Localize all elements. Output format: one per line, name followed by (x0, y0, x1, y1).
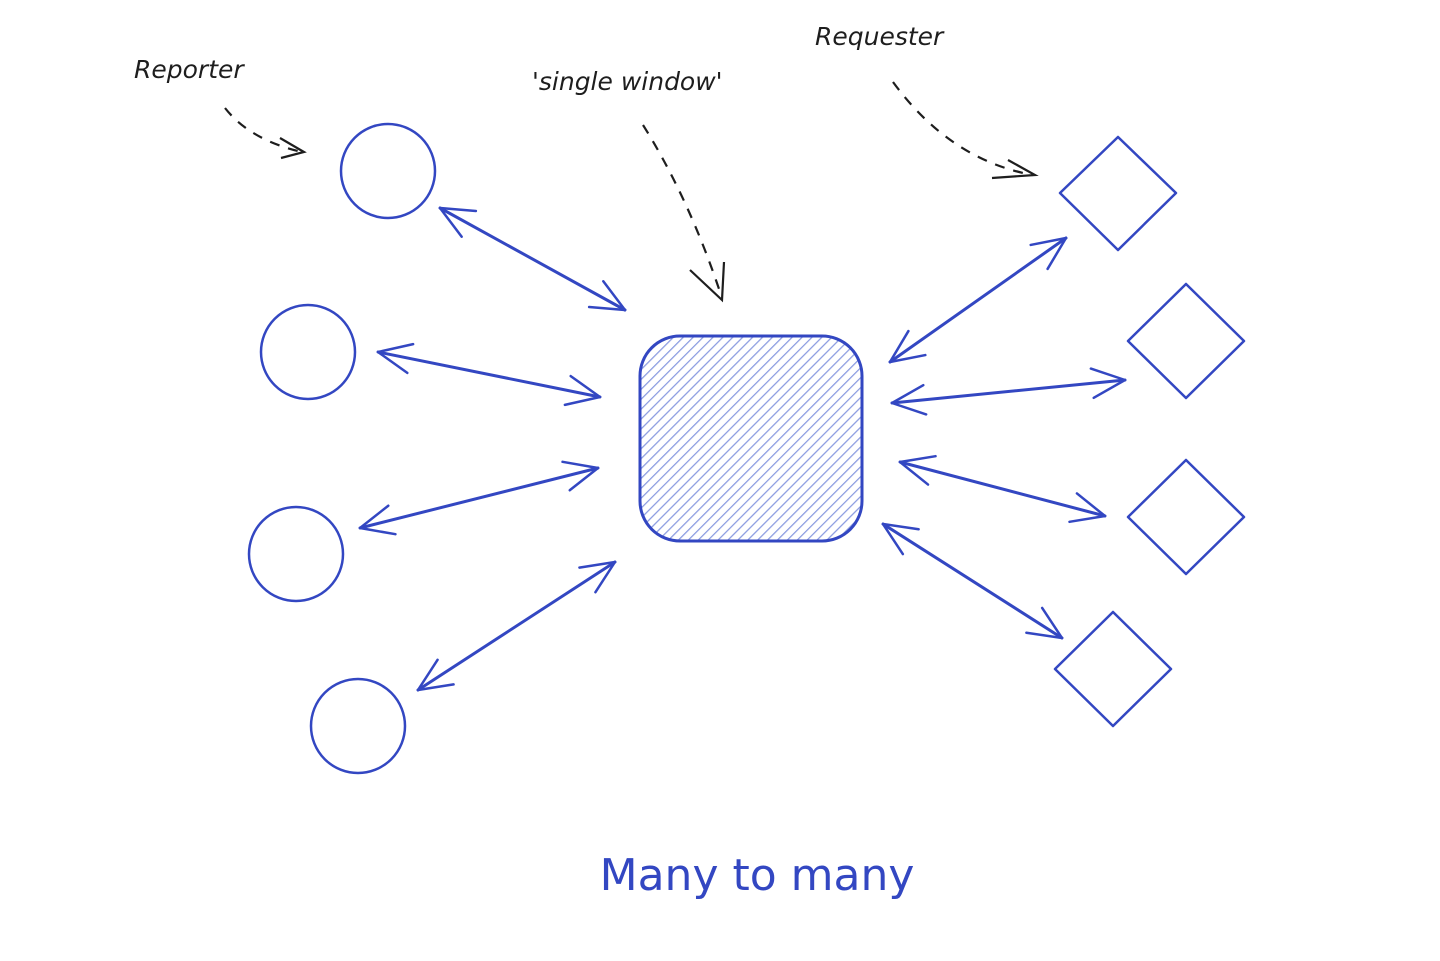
connection-arrow (890, 378, 1127, 405)
reporter-circle (259, 303, 357, 401)
single-window-label: 'single window' (532, 67, 723, 96)
arrowhead (888, 329, 927, 364)
connection-arrow (888, 236, 1068, 364)
arrowhead (561, 460, 600, 492)
single-window-pointer-arrow (642, 124, 724, 299)
requester-diamond (1126, 458, 1246, 576)
requester-label: Requester (815, 22, 945, 51)
connection-arrow (376, 350, 602, 399)
connection-arrow (416, 560, 617, 692)
arrowhead (991, 159, 1039, 180)
annotation-arrowheads (279, 137, 1039, 303)
requester-diamond (1058, 135, 1178, 252)
connection-arrow (358, 466, 600, 530)
arrowhead (1029, 236, 1068, 271)
reporter-pointer-arrow (224, 107, 303, 154)
reporter-label: Reporter (134, 55, 245, 84)
reporter-circle (309, 677, 407, 775)
connection-arrow (438, 206, 627, 312)
requester-diamond (1053, 610, 1173, 728)
arrowhead (1025, 606, 1064, 640)
annotation-arrows (224, 81, 1034, 299)
requester-nodes (1053, 135, 1246, 728)
arrowhead (898, 454, 937, 486)
reporter-circle (247, 505, 345, 603)
arrowhead (1068, 492, 1107, 524)
requester-diamond (1126, 282, 1246, 400)
arrowhead (587, 280, 627, 312)
connection-arrow (898, 460, 1107, 518)
arrowhead (438, 206, 478, 238)
requester-pointer-arrow (892, 81, 1034, 177)
arrowhead (358, 504, 397, 536)
arrowhead (1089, 367, 1127, 400)
arrowhead (376, 342, 415, 375)
reporter-circle (339, 122, 437, 220)
diagram-caption: Many to many (600, 850, 915, 901)
bidirectional-arrows (358, 206, 1127, 692)
arrowhead (689, 261, 726, 303)
arrowhead (416, 658, 455, 692)
arrowhead (890, 383, 928, 416)
connection-arrow (881, 522, 1064, 640)
arrowhead (563, 374, 602, 407)
single-window-hub (638, 334, 864, 543)
arrowhead (578, 560, 617, 594)
arrowhead (881, 522, 920, 556)
reporter-nodes (247, 122, 437, 775)
arrowhead (279, 137, 307, 160)
